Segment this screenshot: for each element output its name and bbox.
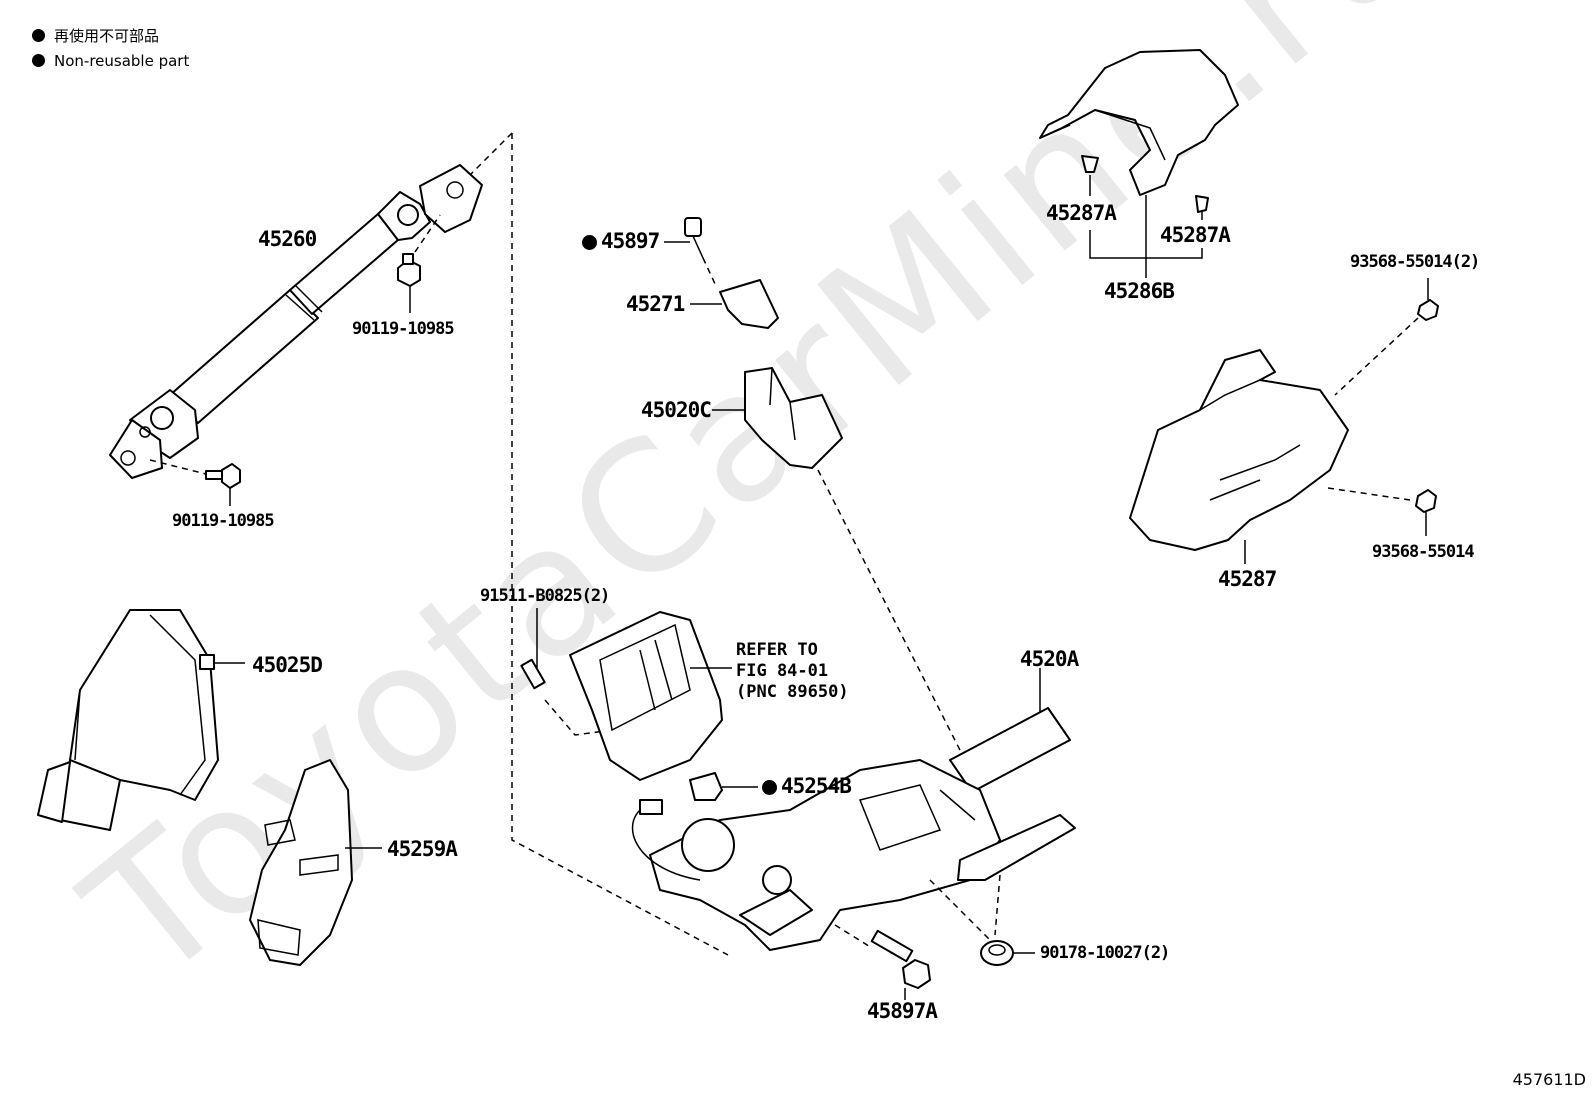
- legend-item-ja: 再使用不可部品: [32, 27, 159, 45]
- legend-item-en: Non-reusable part: [32, 52, 189, 70]
- clip-45287A-right-illustration: [1195, 195, 1209, 220]
- boot-45025D-illustration: [37, 609, 245, 831]
- upper-cover-45286B-illustration: [1039, 49, 1239, 196]
- part-label-45287A-right: 45287A: [1160, 223, 1231, 247]
- part-label-90178: 90178-10027(2): [1040, 943, 1170, 963]
- filled-circle-icon: [32, 54, 45, 67]
- cover-45259A-illustration: [249, 759, 382, 966]
- non-reusable-marker-icon: [582, 235, 597, 250]
- clip-45254B-illustration: [689, 772, 758, 801]
- bolt-90119-top-illustration: [397, 214, 441, 313]
- part-label-45287: 45287: [1218, 567, 1277, 591]
- part-label-45020C: 45020C: [641, 398, 712, 422]
- filled-circle-icon: [32, 29, 45, 42]
- part-label-91511: 91511-B0825(2): [480, 586, 610, 606]
- part-label-45025D: 45025D: [252, 653, 323, 677]
- nut-90178-illustration: [980, 940, 1035, 966]
- part-label-90119-bottom: 90119-10985: [172, 511, 275, 531]
- non-reusable-marker-icon: [762, 780, 777, 795]
- part-label-45260: 45260: [258, 227, 317, 251]
- intermediate-shaft-illustration: [109, 164, 483, 479]
- clamp-45271-illustration: [690, 279, 779, 329]
- lock-45020C-illustration: [712, 367, 966, 761]
- refer-note: REFER TO FIG 84-01 (PNC 89650): [736, 640, 849, 702]
- part-label-45897: 45897: [582, 230, 660, 252]
- screw-93568-bottom-illustration: [1327, 487, 1437, 536]
- switch-body-illustration: [520, 608, 732, 781]
- part-label-45897A: 45897A: [867, 999, 938, 1023]
- clip-45287A-left-illustration: [1081, 155, 1099, 196]
- screw-93568-top-illustration: [1334, 278, 1439, 396]
- part-label-45259A: 45259A: [387, 837, 458, 861]
- part-label-93568-bottom: 93568-55014: [1372, 542, 1475, 562]
- bolt-45897-illustration: [664, 217, 717, 287]
- bolt-45897A-illustration: [834, 924, 931, 1000]
- part-label-45286B: 45286B: [1104, 279, 1175, 303]
- part-label-45254B: 45254B: [762, 775, 852, 797]
- figure-id: 457611D: [1512, 1070, 1586, 1089]
- steering-column-illustration: [631, 668, 1076, 951]
- bolt-90119-bottom-illustration: [149, 459, 241, 506]
- part-label-93568-top: 93568-55014(2): [1350, 252, 1480, 272]
- lower-cover-45287-illustration: [1129, 349, 1349, 564]
- part-label-90119-top: 90119-10985: [352, 319, 455, 339]
- part-label-45287A-left: 45287A: [1046, 201, 1117, 225]
- part-label-4520A: 4520A: [1020, 647, 1079, 671]
- part-label-45271: 45271: [626, 292, 685, 316]
